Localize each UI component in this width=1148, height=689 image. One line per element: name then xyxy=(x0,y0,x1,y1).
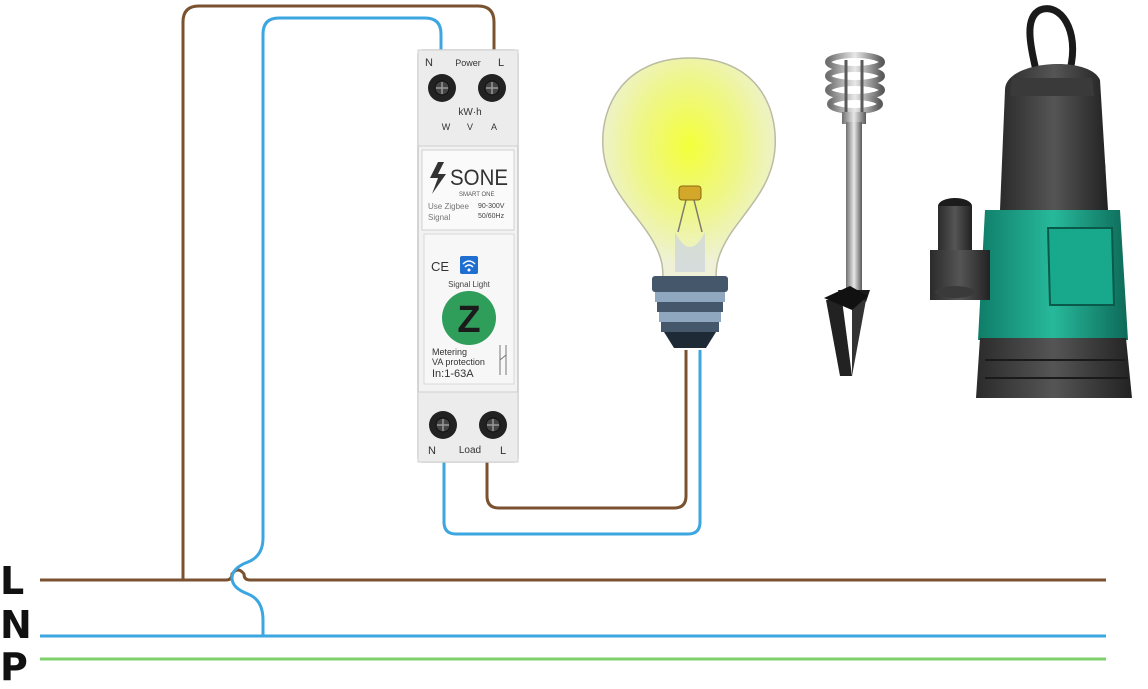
meter-label: kW·h xyxy=(458,107,481,118)
top-power-label: Power xyxy=(455,58,481,68)
brand-sub: SMART ONE xyxy=(459,192,494,198)
switch-symbol xyxy=(499,345,507,375)
bus-label-p: P xyxy=(0,645,28,689)
use-zigbee-line1: Use Zigbee xyxy=(428,202,469,211)
meter-unit-a: A xyxy=(491,122,497,132)
use-zigbee-line2: Signal xyxy=(428,213,450,222)
live-load-wire xyxy=(485,350,688,510)
neutral-load-wire xyxy=(442,350,702,536)
bus-line-l xyxy=(40,568,1106,582)
protection-label: VA protection xyxy=(432,357,485,367)
bottom-terminal-n-label: N xyxy=(428,445,436,457)
smart-breaker: N Power L kW·h W V A SONE SMART ONE Use … xyxy=(417,49,519,463)
bus-label-l: L xyxy=(0,559,25,603)
supply-wires xyxy=(181,4,496,636)
bottom-terminal-n xyxy=(429,411,457,439)
bottom-load-label: Load xyxy=(459,445,481,456)
ce-mark: CE xyxy=(431,259,449,274)
top-terminal-n xyxy=(428,74,456,102)
signal-light-label: Signal Light xyxy=(448,280,491,289)
bus-lines xyxy=(40,568,1106,661)
meter-unit-v: V xyxy=(467,122,473,132)
load-wires xyxy=(442,350,702,536)
zigbee-badge xyxy=(442,291,496,345)
bolt-logo-icon xyxy=(430,162,446,194)
rating-label: In:1-63A xyxy=(432,368,474,380)
top-terminal-n-label: N xyxy=(425,57,433,69)
neutral-supply-wire xyxy=(230,16,443,636)
light-bulb-icon xyxy=(602,57,776,348)
immersion-heater-icon xyxy=(824,52,885,376)
meter-unit-w: W xyxy=(442,122,451,132)
top-terminal-l-label: L xyxy=(498,57,504,69)
frequency-rating: 50/60Hz xyxy=(478,213,505,220)
brand-name: SONE xyxy=(450,165,508,190)
bus-label-n: N xyxy=(0,603,32,647)
live-supply-wire xyxy=(181,4,496,580)
voltage-rating: 90-300V xyxy=(478,203,505,210)
bottom-terminal-l-label: L xyxy=(500,445,506,457)
wifi-signal-icon xyxy=(460,256,478,274)
bottom-terminal-l xyxy=(479,411,507,439)
zigbee-letter: Z xyxy=(457,299,480,341)
metering-label: Metering xyxy=(432,347,467,357)
top-terminal-l xyxy=(478,74,506,102)
water-pump-icon xyxy=(930,5,1132,398)
